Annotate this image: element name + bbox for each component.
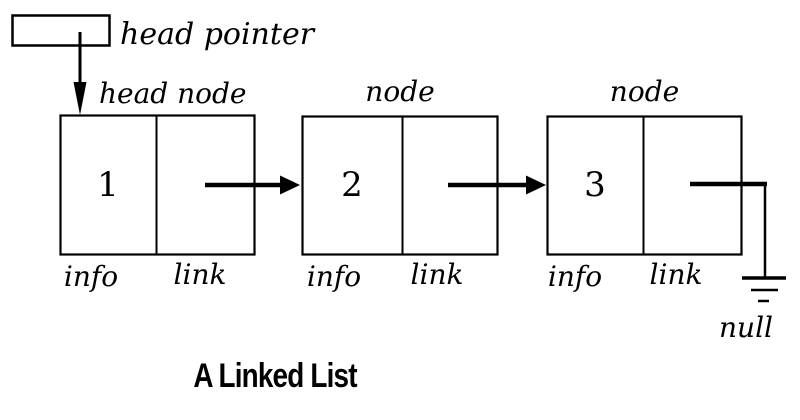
node3-info-label: info xyxy=(547,260,603,293)
node3-info-value: 3 xyxy=(584,165,606,205)
link-arrow-2-head xyxy=(526,175,546,195)
node1-title: head node xyxy=(99,77,247,110)
node3-link-label: link xyxy=(649,258,703,291)
node3-title: node xyxy=(609,75,680,108)
diagram-caption: A Linked List xyxy=(193,357,357,395)
node2-link-label: link xyxy=(410,258,464,291)
link-arrow-1-head xyxy=(280,175,300,195)
node2-title: node xyxy=(365,75,435,108)
null-label: null xyxy=(719,311,773,344)
node2-info-value: 2 xyxy=(341,165,363,205)
node2-info-label: info xyxy=(306,260,362,293)
node1-link-label: link xyxy=(173,258,227,291)
head-pointer-label: head pointer xyxy=(120,17,315,52)
node1-info-value: 1 xyxy=(97,165,119,205)
head-pointer-box xyxy=(11,14,111,47)
head-pointer-arrowhead xyxy=(73,82,87,115)
node1-info-label: info xyxy=(63,260,119,293)
